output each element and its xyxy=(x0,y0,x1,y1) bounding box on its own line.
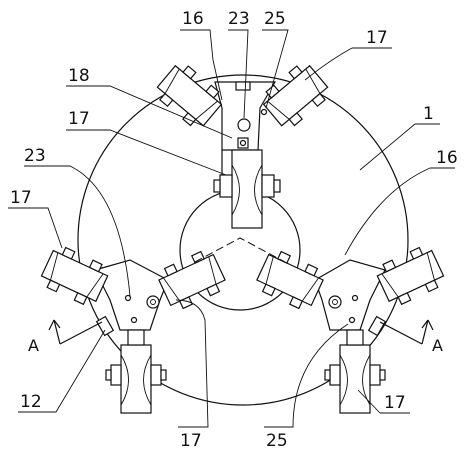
part-labels: 16 23 25 17 18 17 1 23 16 17 A A 12 17 1… xyxy=(10,9,458,451)
label-12: 12 xyxy=(20,392,42,412)
left-arm xyxy=(94,259,169,331)
right-outer-roller xyxy=(376,246,445,306)
left-inner-roller xyxy=(158,250,226,310)
right-side-block xyxy=(367,315,387,337)
label-17-left: 17 xyxy=(10,188,32,208)
right-bottom-wheel xyxy=(324,329,386,414)
section-label-a-left: A xyxy=(28,336,39,355)
right-arm xyxy=(314,259,386,331)
center-dashed-line xyxy=(194,237,286,263)
label-18: 18 xyxy=(68,66,90,86)
section-label-a-right: A xyxy=(432,336,443,355)
label-25-bottom: 25 xyxy=(266,431,288,451)
right-inner-roller xyxy=(256,250,324,310)
label-16-right: 16 xyxy=(436,148,458,168)
left-side-block xyxy=(95,315,115,337)
label-17-bottom-right: 17 xyxy=(384,393,406,413)
label-16-top: 16 xyxy=(182,9,204,29)
label-17-bottom-left: 17 xyxy=(180,431,202,451)
top-left-roller xyxy=(156,64,223,127)
label-25-top: 25 xyxy=(264,9,286,29)
left-bottom-wheel xyxy=(105,329,167,414)
main-ring xyxy=(77,74,409,406)
top-right-roller xyxy=(262,64,329,127)
label-1: 1 xyxy=(423,104,434,124)
label-23-left: 23 xyxy=(24,146,46,166)
label-23-top: 23 xyxy=(228,9,250,29)
section-arrow-left xyxy=(48,319,103,345)
label-17-mid-left: 17 xyxy=(68,109,90,129)
label-17-top-right: 17 xyxy=(366,28,388,48)
top-wheel xyxy=(213,149,281,229)
leader-lines xyxy=(8,29,455,428)
left-outer-roller xyxy=(40,246,109,306)
section-arrow-right xyxy=(379,319,434,345)
